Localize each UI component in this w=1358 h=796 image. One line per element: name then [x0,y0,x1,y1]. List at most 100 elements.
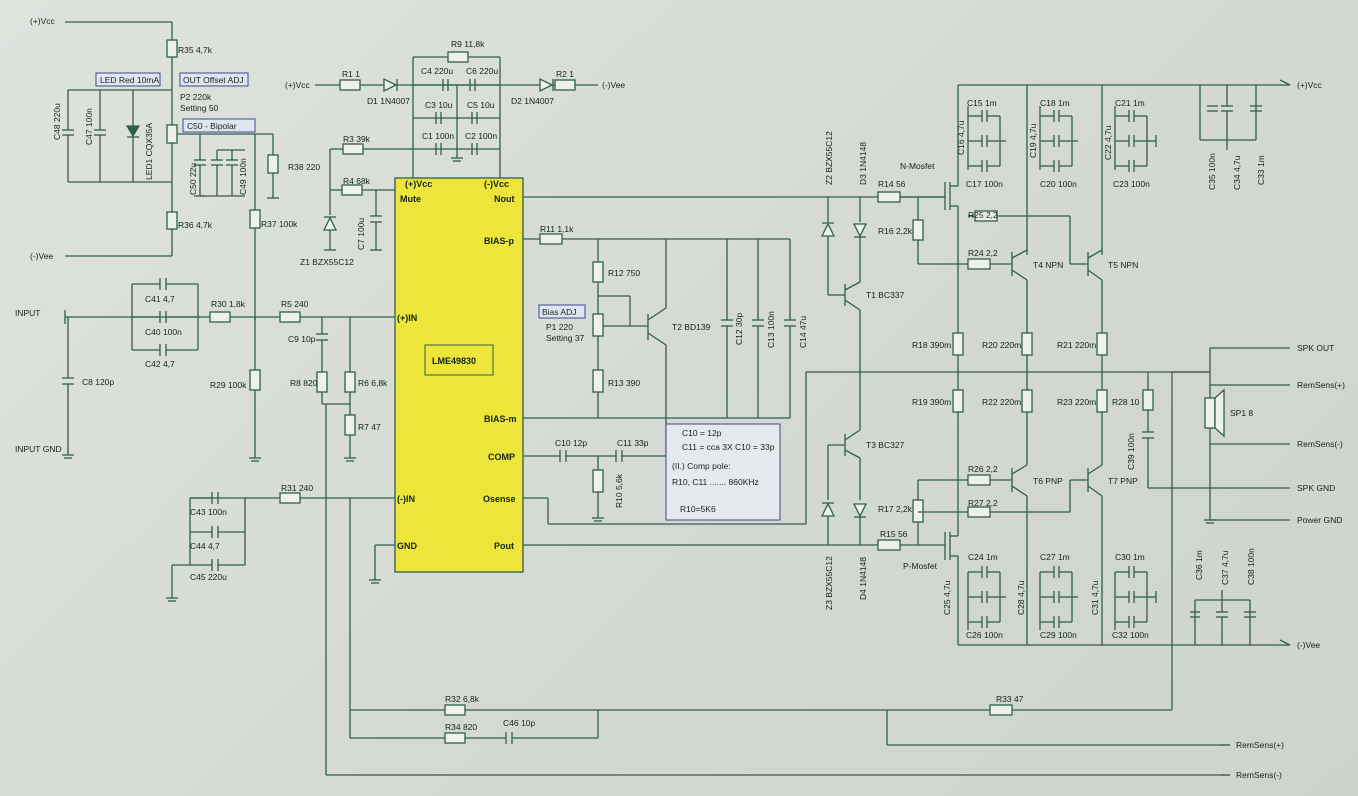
resistor-r17 [912,499,924,523]
label-c35: C35 100n [1207,153,1217,190]
label-c34: C34 4,7u [1232,155,1242,190]
label-r15: R15 56 [880,529,908,539]
label-r2: R2 1 [556,69,574,79]
port-remsens-pos2: RemSens(+) [1236,740,1284,750]
label-c19: C19 4,7u [1028,123,1038,158]
label-c31: C31 4,7u [1090,580,1100,615]
label-r6: R6 6,8k [358,378,388,388]
label-c21: C21 1m [1115,98,1145,108]
ports [1222,79,1291,776]
label-r19: R19 390m [912,397,951,407]
label-r1: R1 1 [342,69,360,79]
feedback-section [171,372,1230,776]
label-r23: R23 220m [1057,397,1096,407]
label-z3: Z3 BZX55C12 [824,556,834,610]
label-c33: C33 1m [1256,155,1266,185]
label-c26: C26 100n [966,630,1003,640]
label-c11: C11 33p [617,438,649,448]
label-r24: R24 2,2 [968,248,998,258]
label-c20: C20 100n [1040,179,1077,189]
resistor-r6 [344,371,356,393]
resistor-r4 [341,184,363,196]
resistor-r33 [989,704,1013,716]
label-c41: C41 4,7 [145,294,175,304]
label-r30: R30 1,8k [211,299,246,309]
label-r35: R35 4,7k [178,45,213,55]
chip-label-box [424,344,494,376]
label-c29: C29 100n [1040,630,1077,640]
resistor-r32 [444,704,466,716]
label-c49: C49 100n [238,158,248,195]
label-led1: LED1 CQX35A [144,123,154,180]
offset-section [62,21,279,458]
label-r32: R32 6,8k [445,694,480,704]
label-r29: R29 100k [210,380,247,390]
label-t4: T4 NPN [1033,260,1063,270]
resistor-r36 [166,211,178,230]
port-power-gnd: Power GND [1297,515,1342,525]
label-t6: T6 PNP [1033,476,1063,486]
label-r21: R21 220m [1057,340,1096,350]
note-line-3: (II.) Comp pole: [672,461,731,471]
label-c2: C2 100n [465,131,497,141]
label-t2: T2 BD139 [672,322,711,332]
resistor-r1 [339,79,361,91]
resistor-r26 [967,474,991,486]
resistor-r11 [539,233,563,245]
label-r33: R33 47 [996,694,1024,704]
label-c14: C14 47u [798,316,808,348]
chip-name: LME49830 [432,356,476,366]
resistor-r21 [1096,332,1108,356]
label-sp1: SP1 8 [1230,408,1253,418]
label-pin_vcc_pos: (+)Vcc [405,179,432,189]
label-r36: R36 4,7k [178,220,213,230]
label-c10: C10 12p [555,438,587,448]
label-pin_mute: Mute [400,194,421,204]
resistor-r10 [592,469,604,493]
rail-vee-left: (-)Vee [30,251,53,261]
label-p2a: P2 220k [180,92,212,102]
label-c50: C50 22u [188,163,198,195]
label-r7: R7 47 [358,422,381,432]
label-c12: C12 30p [734,313,744,345]
resistor-r13 [592,369,604,393]
label-c38: C38 100n [1246,548,1256,585]
note-line-2: C11 = cca 3X C10 = 33p [682,442,775,452]
label-r12: R12 750 [608,268,640,278]
label-r38: R38 220 [288,162,320,172]
label-r31: R31 240 [281,483,313,493]
label-pin_bias_m: BIAS-m [484,414,517,424]
label-r10: R10 5,6k [614,473,624,508]
label-t5: T5 NPN [1108,260,1138,270]
label-d4: D4 1N4148 [858,557,868,600]
label-c37: C37 4,7u [1220,550,1230,585]
label-r4: R4 68k [343,176,371,186]
label-d2: D2 1N4007 [511,96,554,106]
resistor-r12 [592,261,604,283]
box-c50: C50 - Bipolar [187,121,237,131]
label-r20: R20 220m [982,340,1021,350]
resistor-r8 [316,371,328,393]
label-c32: C32 100n [1112,630,1149,640]
port-input-gnd: INPUT GND [15,444,62,454]
label-c24: C24 1m [968,552,998,562]
resistor-r34 [444,732,466,744]
label-c48: C48 220u [52,103,62,140]
label-r11: R11 1,1k [540,224,574,234]
label-c45: C45 220u [190,572,227,582]
resistor-r30 [209,311,231,323]
label-c4: C4 220u [421,66,453,76]
label-c9: C9 10p [288,334,316,344]
resistor-r19 [952,389,964,413]
label-nmos: N-Mosfet [900,161,935,171]
label-pin_osense: Osense [483,494,516,504]
label-c7: C7 100u [356,218,366,250]
label-c18: C18 1m [1040,98,1070,108]
label-pmos: P-Mosfet [903,561,938,571]
supply-section [315,51,598,250]
label-c44: C44 4,7 [190,541,220,551]
port-remsens-pos: RemSens(+) [1297,380,1345,390]
resistor-r38 [267,154,279,174]
port-remsens-neg: RemSens(-) [1297,439,1343,449]
label-r28: R28 10 [1112,397,1140,407]
